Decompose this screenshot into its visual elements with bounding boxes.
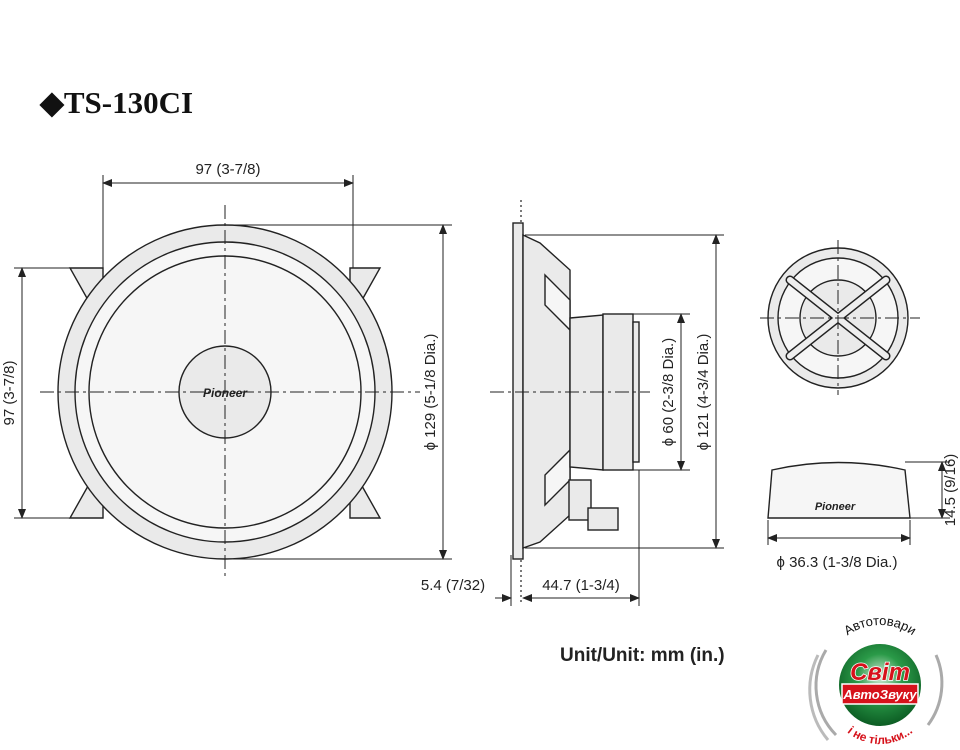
width-label: 97 (3-7/8)	[195, 161, 260, 178]
diameter-label: ϕ 129 (5-1/8 Dia.)	[422, 334, 439, 451]
tweeter-diameter-label: ϕ 36.3 (1-3/8 Dia.)	[777, 554, 898, 571]
brand-logo: Pioneer	[203, 386, 248, 400]
magnet-diameter-label: ϕ 60 (2-3/8 Dia.)	[660, 338, 677, 446]
tweeter-height-label: 14.5 (9/16)	[942, 454, 959, 527]
front-view: Pioneer 97 (3-7/8) 97 (3-7/8) ϕ 129 (5-1…	[1, 161, 452, 580]
tweeter-brand-logo: Pioneer	[815, 501, 856, 513]
logo-bottom-arc: і не тільки...	[845, 723, 915, 747]
side-view: ϕ 60 (2-3/8 Dia.) ϕ 121 (4-3/4 Dia.) 5.4…	[421, 200, 724, 606]
flange	[512, 222, 524, 560]
logo-band-text: АвтоЗвуку	[842, 687, 917, 702]
flange-thickness-label: 5.4 (7/32)	[421, 577, 485, 594]
height-label: 97 (3-7/8)	[1, 360, 18, 425]
terminal	[568, 479, 592, 521]
tweeter-side	[767, 461, 911, 519]
depth-label: 44.7 (1-3/4)	[542, 577, 620, 594]
tweeter-view: Pioneer 14.5 (9/16) ϕ 36.3 (1-3/8 Dia.)	[760, 240, 959, 571]
logo-band	[841, 683, 919, 705]
logo-top-arc: Автотовари	[841, 613, 919, 638]
model-title: ◆TS-130CI	[39, 85, 193, 120]
store-logo: Світ АвтоЗвуку Автотовари і не тільки...	[808, 613, 944, 747]
unit-label: Unit/Unit: mm (in.)	[560, 645, 725, 666]
basket-diameter-label: ϕ 121 (4-3/4 Dia.)	[695, 334, 712, 451]
logo-main-text: Світ	[850, 659, 910, 686]
